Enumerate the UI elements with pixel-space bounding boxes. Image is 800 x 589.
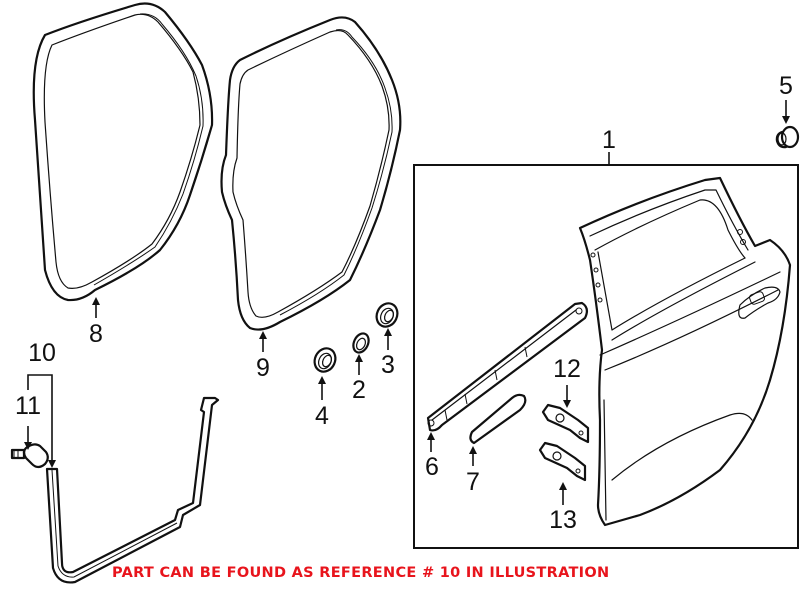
impact-bar-6-illustration <box>426 301 589 432</box>
weatherstrip-9-illustration <box>220 16 402 331</box>
hinge-12-illustration <box>541 403 590 444</box>
callout-label-7: 7 <box>466 468 480 496</box>
pad-7-illustration <box>469 393 527 445</box>
callout-label-2: 2 <box>352 376 366 404</box>
plug-2-illustration <box>352 332 370 354</box>
weatherstrip-8-illustration <box>32 2 214 302</box>
callout-label-6: 6 <box>425 453 439 481</box>
door-shell-illustration <box>578 176 792 527</box>
assembly-1-box <box>413 164 799 549</box>
callout-label-5: 5 <box>779 72 793 100</box>
bumper-5-illustration <box>775 125 800 149</box>
callout-label-12: 12 <box>553 355 581 383</box>
callout-label-4: 4 <box>315 402 329 430</box>
plug-3-illustration <box>375 302 399 328</box>
callout-label-13: 13 <box>549 506 577 534</box>
callout-arrows <box>24 100 790 505</box>
callout-label-1: 1 <box>602 126 616 154</box>
seal-strip-10-illustration <box>45 396 220 584</box>
hinge-13-illustration <box>538 441 587 482</box>
plug-4-illustration <box>313 347 337 373</box>
clip-11-illustration <box>10 443 49 469</box>
callout-label-9: 9 <box>256 354 270 382</box>
callout-label-3: 3 <box>381 351 395 379</box>
callout-label-11: 11 <box>15 392 41 420</box>
callout-label-8: 8 <box>89 320 103 348</box>
callout-label-10: 10 <box>28 339 56 367</box>
reference-notice: PART CAN BE FOUND AS REFERENCE # 10 IN I… <box>112 565 610 581</box>
